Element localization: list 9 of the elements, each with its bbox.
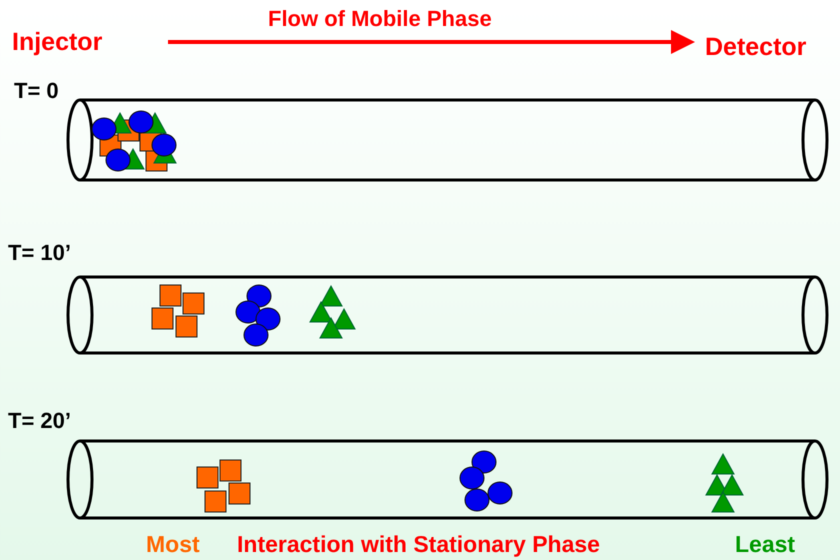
time-label: T= 0 bbox=[14, 80, 59, 102]
scale-label: Most bbox=[146, 533, 200, 556]
time-label: T= 10’ bbox=[8, 242, 71, 264]
endpoint-label: Injector bbox=[12, 30, 102, 55]
time-label: T= 20’ bbox=[8, 410, 71, 432]
flow-label: Flow of Mobile Phase bbox=[268, 8, 492, 30]
endpoint-label: Detector bbox=[705, 35, 806, 60]
scale-label: Least bbox=[735, 533, 796, 556]
scale-label: Interaction with Stationary Phase bbox=[237, 533, 600, 556]
